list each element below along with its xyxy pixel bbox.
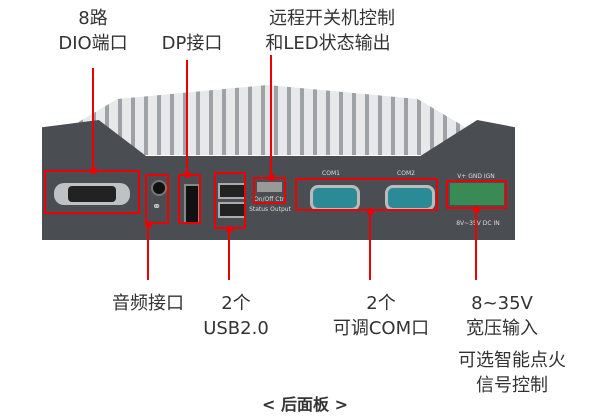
audio-label: 音频接口 [112,293,184,314]
dio-label-2: DIO端口 [58,33,128,54]
com2-text: COM2 [397,170,415,177]
remote-label-2: 和LED状态输出 [265,33,391,54]
dp-label: DP接口 [161,33,223,54]
audio-leader [147,224,149,280]
dio-leader [92,68,94,170]
onoff-highlight [253,177,286,204]
usb-label-2: USB2.0 [203,318,269,339]
com-label-2: 可调COM口 [332,318,430,339]
remote-leader [270,55,272,177]
dio-connector [54,183,130,205]
com-leader [369,211,371,280]
power-pins-text: V+ GND IGN [457,173,495,180]
dp-highlight [178,174,201,224]
headphone-icon: ⚭ [152,200,162,213]
audio-jack [151,180,167,196]
ignition-label-1: 可选智能点火 [458,350,566,371]
onoff-connector [257,182,282,192]
dio-label-1: 8路 [78,8,108,29]
status-text: Status Output [249,206,291,213]
usb-highlight [214,172,246,229]
usb-leader [228,229,230,280]
ignition-label-2: 信号控制 [476,375,548,396]
dio-highlight [44,170,140,214]
dp-leader [186,60,188,174]
com1-text: COM1 [322,170,340,177]
power-label-2: 宽压输入 [466,318,538,339]
audio-highlight [145,174,169,224]
com-label-1: 2个 [366,293,396,314]
power-highlight [446,180,507,209]
remote-label-1: 远程开关机控制 [269,8,395,29]
com-highlight [295,178,438,211]
power-label-1: 8~35V [471,293,533,314]
usb-label-1: 2个 [221,293,251,314]
power-leader [475,209,477,280]
power-terminal [450,183,504,205]
onoff-text: On/Off Ctrl [254,196,286,203]
power-range-text: 8V~35V DC IN [456,220,500,227]
caption: < 后面板 > [262,395,348,414]
